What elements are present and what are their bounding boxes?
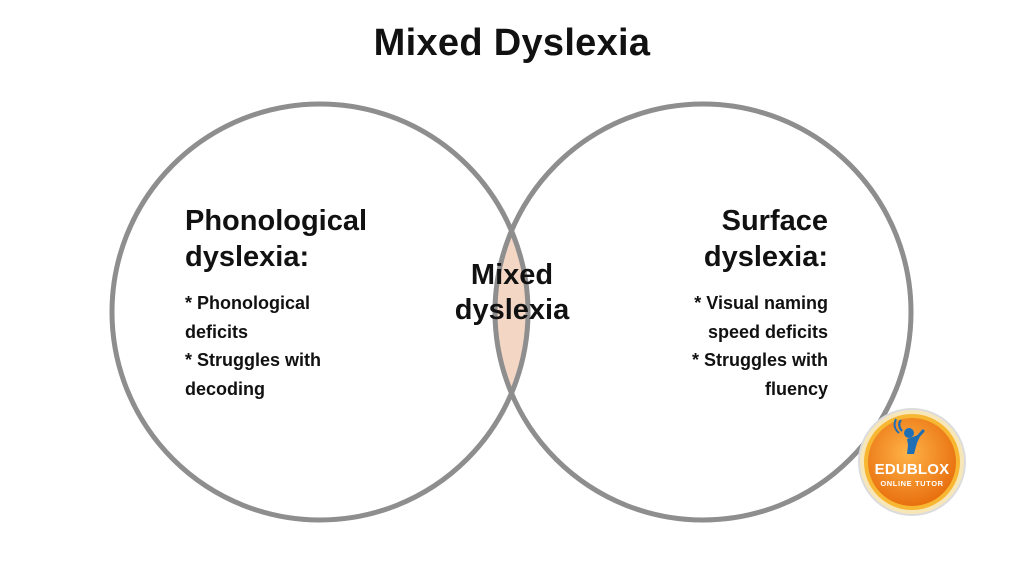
logo-wordmark: EDUBLOX — [874, 461, 950, 478]
right-set-heading: Surface dyslexia: — [600, 203, 828, 275]
right-heading-line: Surface — [721, 205, 828, 237]
left-bullet-line: decoding — [185, 378, 265, 399]
logo-tagline: ONLINE TUTOR — [880, 479, 944, 488]
left-bullet-line: * Struggles with — [185, 350, 322, 370]
left-set-heading: Phonological dyslexia: — [185, 203, 415, 275]
right-circle — [492, 101, 914, 523]
right-bullet-line: * Struggles with — [691, 350, 828, 370]
student-figure-icon — [893, 418, 925, 454]
right-bullet-line: fluency — [764, 378, 828, 399]
left-heading-line: Phonological — [185, 205, 368, 237]
left-bullet-line: deficits — [185, 321, 249, 342]
center-label-line: Mixed — [470, 259, 554, 291]
diagram-title: Mixed Dyslexia — [373, 22, 651, 64]
left-heading-line: dyslexia: — [185, 241, 310, 273]
left-circle — [109, 101, 531, 523]
center-label-line: dyslexia — [454, 294, 570, 326]
left-set-bullets: * Phonological deficits * Struggles with… — [185, 289, 405, 403]
right-bullet-line: * Visual naming — [694, 293, 828, 313]
right-heading-line: dyslexia: — [703, 241, 828, 273]
left-bullet-line: * Phonological — [185, 293, 311, 313]
intersection-label: Mixed dyslexia — [422, 258, 602, 328]
right-bullet-line: speed deficits — [707, 321, 828, 342]
edublox-logo — [858, 408, 966, 516]
right-set-bullets: * Visual naming speed deficits * Struggl… — [600, 289, 828, 403]
